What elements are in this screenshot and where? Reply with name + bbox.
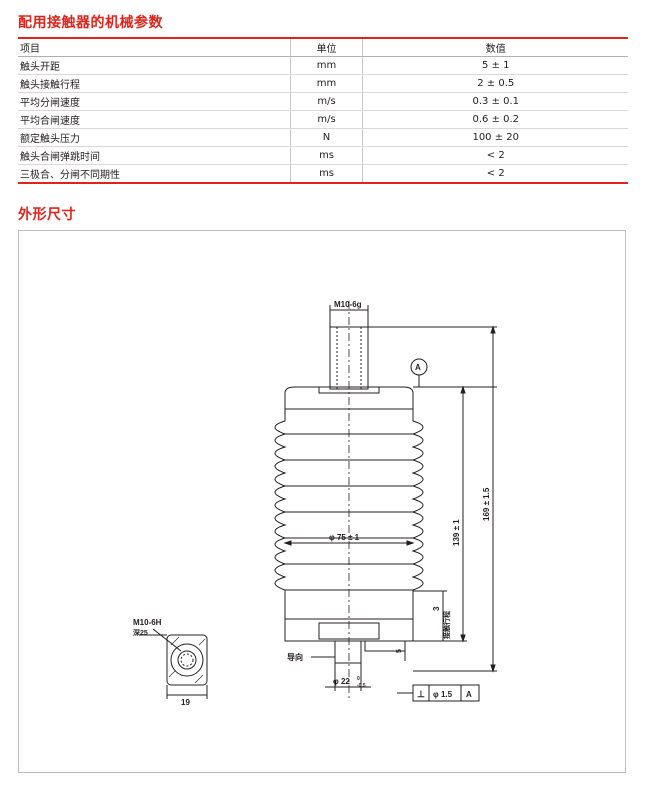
side-width-label: 19	[181, 698, 190, 707]
row-item: 触头开距	[18, 56, 291, 75]
tolerance-datum: A	[466, 690, 472, 699]
section-title-dimensions: 外形尺寸	[18, 207, 76, 223]
row-value: < 2	[362, 146, 628, 165]
header-item: 项目	[18, 37, 291, 57]
bottom-stem	[334, 640, 362, 664]
table-row: 三极合、分闸不同期性 ms < 2	[18, 164, 628, 184]
row-unit: N	[289, 128, 363, 147]
row-value: 0.3 ± 0.1	[362, 92, 628, 111]
row-unit: m/s	[289, 110, 363, 129]
tolerance-value: φ 1.5	[433, 690, 453, 699]
table-row: 平均合闸速度 m/s 0.6 ± 0.2	[18, 110, 628, 129]
interrupter-drawing: M10-6g A φ 75 ± 1 169 ± 1.5 139 ± 1 3 接触…	[133, 300, 497, 707]
row-value: < 2	[362, 164, 628, 184]
thread-top-label: M10-6g	[334, 300, 362, 309]
row-item: 额定触头压力	[18, 128, 291, 147]
table-row: 触头开距 mm 5 ± 1	[18, 56, 628, 75]
guide-label: 导向	[287, 652, 303, 662]
row-item: 平均分闸速度	[18, 92, 291, 111]
row-unit: mm	[289, 74, 363, 93]
side-depth-label: 深25	[133, 628, 148, 637]
diameter-label: φ 75 ± 1	[329, 533, 360, 542]
side-thread-label: M10-6H	[133, 618, 162, 627]
stroke-label: 3	[432, 606, 441, 611]
table-row: 触头合闸弹跳时间 ms < 2	[18, 146, 628, 165]
perpendicularity-symbol: ⊥	[417, 689, 425, 699]
dimension-drawing-frame: M10-6g A φ 75 ± 1 169 ± 1.5 139 ± 1 3 接触…	[18, 230, 626, 773]
mechanical-params-table: 项目 单位 数值 触头开距 mm 5 ± 1 触头接触行程 mm 2 ± 0.5…	[18, 37, 628, 184]
row-value: 0.6 ± 0.2	[362, 110, 628, 129]
overall-height-label: 169 ± 1.5	[482, 487, 491, 521]
table-row: 平均分闸速度 m/s 0.3 ± 0.1	[18, 92, 628, 111]
row-unit: m/s	[289, 92, 363, 111]
row-value: 5 ± 1	[362, 56, 628, 75]
table-row: 触头接触行程 mm 2 ± 0.5	[18, 74, 628, 93]
row-item: 触头合闸弹跳时间	[18, 146, 291, 165]
small-dim-label: 5	[396, 649, 403, 653]
table-row: 额定触头压力 N 100 ± 20	[18, 128, 628, 147]
body-top-cap	[284, 386, 414, 410]
stroke-note-label: 接触行程	[442, 611, 451, 639]
header-unit: 单位	[289, 37, 363, 57]
row-item: 触头接触行程	[18, 74, 291, 93]
row-unit: ms	[289, 164, 363, 184]
section-title-mechanical-params: 配用接触器的机械参数	[18, 15, 163, 31]
body-height-label: 139 ± 1	[452, 519, 461, 546]
row-unit: ms	[289, 146, 363, 165]
row-value: 100 ± 20	[362, 128, 628, 147]
row-item: 三极合、分闸不同期性	[18, 164, 291, 184]
bottom-diameter-label: φ 22	[333, 677, 350, 686]
side-view-body	[166, 634, 208, 686]
datum-label: A	[415, 363, 421, 372]
header-value: 数值	[362, 37, 628, 57]
row-item: 平均合闸速度	[18, 110, 291, 129]
row-unit: mm	[289, 56, 363, 75]
table-header-row: 项目 单位 数值	[18, 37, 628, 57]
row-value: 2 ± 0.5	[362, 74, 628, 93]
bottom-tol-upper: 0	[357, 676, 360, 682]
bottom-tol-lower: -0.5	[357, 683, 366, 689]
